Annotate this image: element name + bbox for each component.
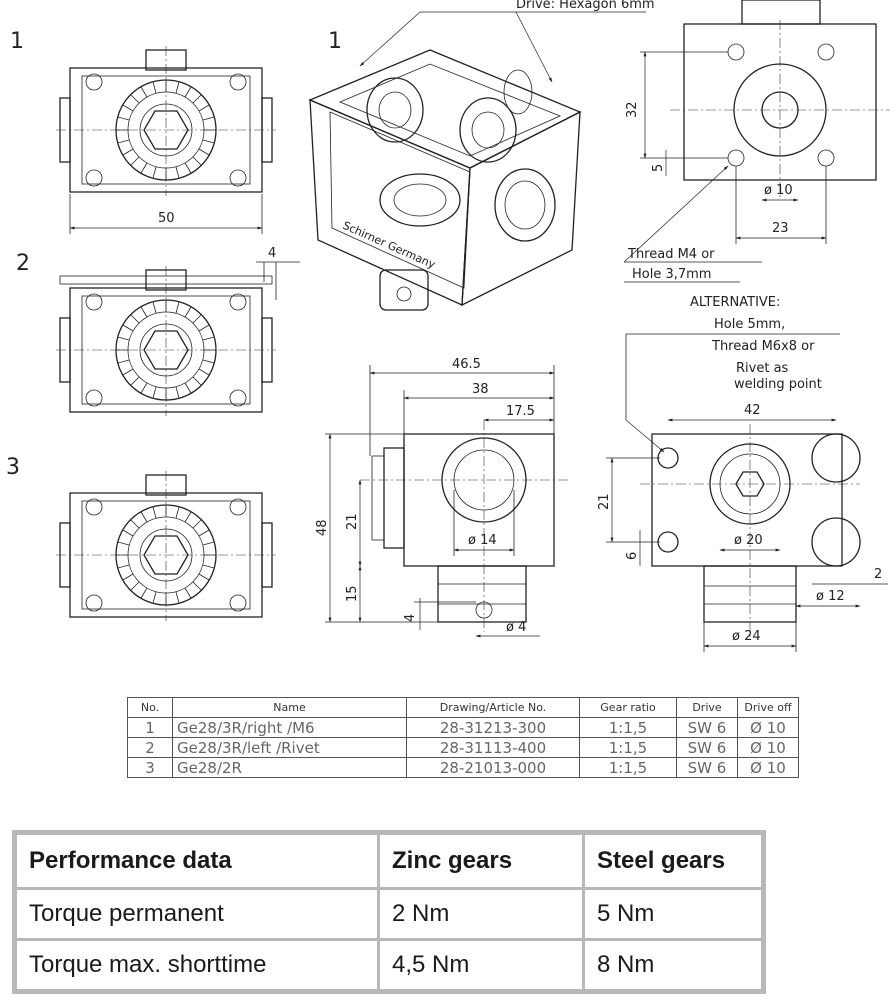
parts-table: No. Name Drawing/Article No. Gear ratio … xyxy=(127,697,799,778)
perf-row-label: Torque max. shorttime xyxy=(13,938,380,993)
alt-label-3: Thread M6x8 or xyxy=(711,339,815,354)
perf-header-steel: Steel gears xyxy=(582,831,765,890)
alt-label-4: Rivet as xyxy=(736,361,789,376)
technical-drawing: 1 1 2 3 50 4 Schirner Germany Drive: Hex xyxy=(6,0,890,652)
thread-label-2: Hole 3,7mm xyxy=(632,267,711,282)
side-view xyxy=(360,420,570,632)
header-name: Name xyxy=(172,697,407,718)
row-drive-off: Ø 10 xyxy=(737,757,799,778)
row-drive: SW 6 xyxy=(676,737,738,758)
dim-4b: 4 xyxy=(403,614,418,622)
row-no: 1 xyxy=(127,717,173,738)
performance-table: Performance data Zinc gears Steel gears … xyxy=(12,830,766,994)
isometric-view: Schirner Germany xyxy=(308,49,582,311)
alt-label-2: Hole 5mm, xyxy=(714,317,785,332)
row-name: Ge28/3R/left /Rivet xyxy=(172,737,407,758)
table-row: Torque max. shorttime 4,5 Nm 8 Nm xyxy=(13,938,765,993)
dim-21b: 21 xyxy=(597,493,612,510)
front-view-1 xyxy=(56,46,276,196)
header-drive-off: Drive off xyxy=(737,697,799,718)
front-view-3 xyxy=(56,471,276,621)
dim-48: 48 xyxy=(315,519,330,536)
perf-row-zinc: 2 Nm xyxy=(377,887,585,941)
dim-6: 6 xyxy=(625,552,640,560)
view-number-3: 3 xyxy=(6,455,20,480)
front-view-2 xyxy=(56,266,276,416)
dim-5: 5 xyxy=(651,164,666,172)
row-ratio: 1:1,5 xyxy=(579,757,677,778)
drive-label: Drive: Hexagon 6mm xyxy=(516,0,655,12)
dim-phi12: ø 12 xyxy=(816,589,845,604)
row-no: 3 xyxy=(127,757,173,778)
row-drive: SW 6 xyxy=(676,757,738,778)
view-number-2: 2 xyxy=(16,251,30,276)
dim-46-5: 46.5 xyxy=(452,357,481,372)
dim-phi10: ø 10 xyxy=(764,183,793,198)
alt-label-5: welding point xyxy=(734,377,822,392)
dim-50: 50 xyxy=(158,211,175,226)
header-article: Drawing/Article No. xyxy=(406,697,580,718)
table-row: 1 Ge28/3R/right /M6 28-31213-300 1:1,5 S… xyxy=(127,717,799,738)
perf-row-steel: 5 Nm xyxy=(582,887,765,941)
row-ratio: 1:1,5 xyxy=(579,717,677,738)
perf-header-zinc: Zinc gears xyxy=(377,831,585,890)
dim-4a: 4 xyxy=(268,246,276,261)
row-drive-off: Ø 10 xyxy=(737,717,799,738)
row-name: Ge28/2R xyxy=(172,757,407,778)
dim-15: 15 xyxy=(345,585,360,602)
parts-header-row: No. Name Drawing/Article No. Gear ratio … xyxy=(127,697,799,718)
perf-header-label: Performance data xyxy=(13,831,380,890)
header-no: No. xyxy=(127,697,173,718)
dim-phi24: ø 24 xyxy=(732,629,761,644)
dim-phi14: ø 14 xyxy=(468,533,497,548)
row-no: 2 xyxy=(127,737,173,758)
header-drive: Drive xyxy=(676,697,738,718)
row-drive: SW 6 xyxy=(676,717,738,738)
alt-label-1: ALTERNATIVE: xyxy=(690,295,780,310)
row-name: Ge28/3R/right /M6 xyxy=(172,717,407,738)
dim-2: 2 xyxy=(874,567,882,582)
row-drive-off: Ø 10 xyxy=(737,737,799,758)
dim-17-5: 17.5 xyxy=(506,404,535,419)
view-number-1b: 1 xyxy=(328,29,342,54)
dim-21a: 21 xyxy=(345,513,360,530)
row-article: 28-31213-300 xyxy=(406,717,580,738)
header-ratio: Gear ratio xyxy=(579,697,677,718)
dim-42: 42 xyxy=(744,403,761,418)
dim-phi20: ø 20 xyxy=(734,533,763,548)
alternative-view xyxy=(640,424,861,640)
table-row: Torque permanent 2 Nm 5 Nm xyxy=(13,887,765,941)
table-row: 2 Ge28/3R/left /Rivet 28-31113-400 1:1,5… xyxy=(127,737,799,758)
row-article: 28-31113-400 xyxy=(406,737,580,758)
dim-phi4: ø 4 xyxy=(506,620,526,635)
dim-38: 38 xyxy=(472,382,489,397)
perf-row-steel: 8 Nm xyxy=(582,938,765,993)
dim-32: 32 xyxy=(625,101,640,118)
perf-row-label: Torque permanent xyxy=(13,887,380,941)
top-right-view xyxy=(670,0,890,200)
dim-23: 23 xyxy=(772,221,789,236)
brand-label: Schirner Germany xyxy=(341,219,438,272)
row-ratio: 1:1,5 xyxy=(579,737,677,758)
perf-row-zinc: 4,5 Nm xyxy=(377,938,585,993)
view-number-1a: 1 xyxy=(10,29,24,54)
table-row: 3 Ge28/2R 28-21013-000 1:1,5 SW 6 Ø 10 xyxy=(127,757,799,778)
row-article: 28-21013-000 xyxy=(406,757,580,778)
thread-label-1: Thread M4 or xyxy=(627,247,715,262)
perf-header-row: Performance data Zinc gears Steel gears xyxy=(13,831,765,890)
